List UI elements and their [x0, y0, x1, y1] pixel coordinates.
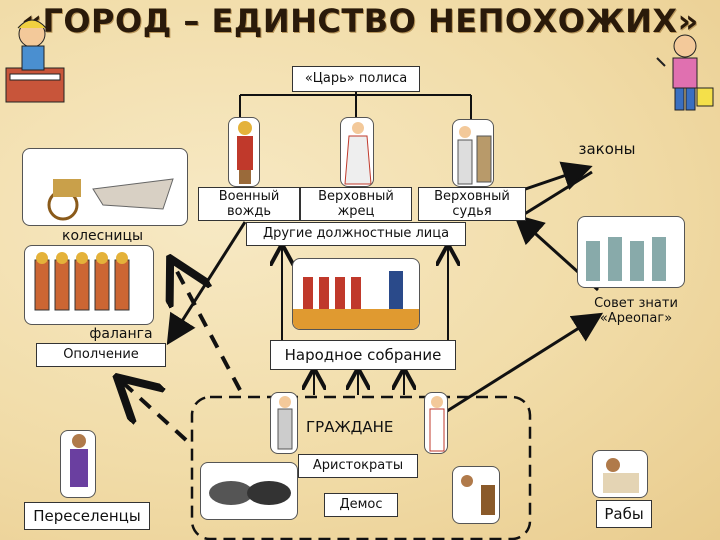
high-priest-box: Верховный жрец: [300, 187, 412, 221]
settlers-box: Переселенцы: [24, 502, 150, 530]
assembly-picture: [292, 258, 420, 330]
other-officials-box: Другие должностные лица: [246, 222, 466, 246]
cartoon-teacher-icon: [656, 34, 714, 111]
tsar-box: «Царь» полиса: [292, 66, 420, 92]
citizens-label: ГРАЖДАНЕ: [306, 418, 394, 436]
page-title: «ГОРОД – ЕДИНСТВО НЕПОХОЖИХ»: [21, 2, 699, 40]
warrior-figure: [228, 117, 260, 187]
settler-figure: [60, 430, 96, 498]
assembly-box: Народное собрание: [270, 340, 456, 370]
chariot-picture: [22, 148, 188, 226]
oxen-picture: [200, 462, 298, 520]
chariots-label: колесницы: [62, 228, 144, 244]
council-label: Совет знати «Ареопаг»: [594, 296, 678, 326]
cartoon-student-icon: [5, 19, 65, 103]
high-judge-box: Верховный судья: [418, 187, 526, 221]
craftsman-figure: [452, 466, 500, 524]
slaves-box: Рабы: [596, 500, 652, 528]
priest-figure: [340, 117, 374, 187]
citizen-figure: [270, 392, 298, 454]
aristocrat-figure: [424, 392, 448, 454]
demos-box: Демос: [324, 493, 398, 517]
judge-figure: [452, 119, 494, 187]
phalanx-label: фаланга: [89, 326, 153, 342]
phalanx-picture: [24, 245, 154, 325]
military-leader-box: Военный вождь: [198, 187, 300, 221]
militia-box: Ополчение: [36, 343, 166, 367]
laws-label: законы: [578, 140, 636, 158]
council-picture: [577, 216, 685, 288]
slave-picture: [592, 450, 648, 498]
aristocrats-box: Аристократы: [298, 454, 418, 478]
